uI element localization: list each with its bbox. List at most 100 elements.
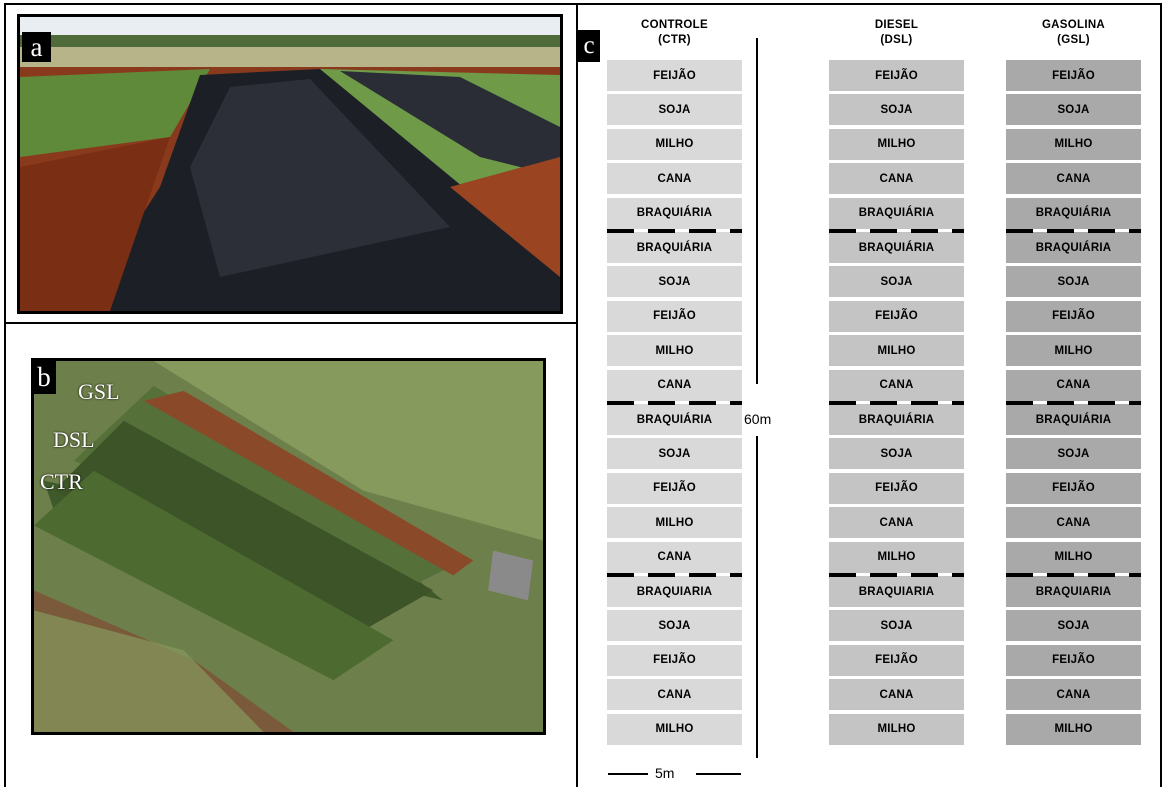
plot-cell-diesel: MILHO <box>829 713 964 745</box>
plot-cell-controle: CANA <box>607 679 742 711</box>
column-header-controle: CONTROLE (CTR) <box>607 18 742 48</box>
plot-cell-diesel: MILHO <box>829 128 964 160</box>
plot-cell-gasolina: BRAQUIARIA <box>1006 576 1141 607</box>
plot-cell-gasolina: CANA <box>1006 163 1141 195</box>
plot-cell-diesel: BRAQUIÁRIA <box>829 232 964 263</box>
photo-aerial <box>31 358 546 735</box>
plot-cell-controle: FEIJÃO <box>607 60 742 91</box>
panel-c-tag: c <box>578 30 600 62</box>
plot-cell-gasolina: BRAQUIÁRIA <box>1006 232 1141 263</box>
block-separator <box>829 400 964 405</box>
plot-cell-controle: SOJA <box>607 266 742 298</box>
plot-cell-gasolina: FEIJÃO <box>1006 300 1141 332</box>
plot-cell-gasolina: CANA <box>1006 679 1141 711</box>
plot-cell-controle: BRAQUIÁRIA <box>607 404 742 435</box>
column-code: (DSL) <box>880 34 913 46</box>
plot-cell-controle: MILHO <box>607 335 742 367</box>
plot-cell-diesel: FEIJÃO <box>829 644 964 676</box>
width-scale-line-right <box>696 773 741 775</box>
plot-cell-controle: SOJA <box>607 438 742 470</box>
top-border <box>4 3 1161 5</box>
plot-cell-controle: CANA <box>607 541 742 573</box>
photo-trench <box>17 14 563 314</box>
plot-cell-controle: FEIJÃO <box>607 300 742 332</box>
plot-cell-diesel: CANA <box>829 507 964 539</box>
plot-cell-controle: BRAQUIÁRIA <box>607 232 742 263</box>
plot-cell-diesel: BRAQUIÁRIA <box>829 197 964 229</box>
plot-cell-controle: MILHO <box>607 507 742 539</box>
plot-cell-diesel: BRAQUIARIA <box>829 576 964 607</box>
column-title: CONTROLE <box>641 19 708 31</box>
plot-cell-gasolina: SOJA <box>1006 94 1141 126</box>
plot-cell-gasolina: FEIJÃO <box>1006 60 1141 91</box>
plot-cell-gasolina: SOJA <box>1006 438 1141 470</box>
column-code: (CTR) <box>658 34 691 46</box>
column-title: GASOLINA <box>1041 19 1106 31</box>
block-separator <box>607 400 742 405</box>
column-code: (GSL) <box>1057 34 1090 46</box>
divider-horizontal <box>4 322 577 324</box>
plot-cell-controle: FEIJÃO <box>607 472 742 504</box>
plot-cell-gasolina: FEIJÃO <box>1006 644 1141 676</box>
plot-cell-diesel: FEIJÃO <box>829 472 964 504</box>
divider-vertical <box>576 3 578 787</box>
plot-cell-gasolina: MILHO <box>1006 541 1141 573</box>
plot-cell-diesel: SOJA <box>829 438 964 470</box>
column-header-gasolina: GASOLINA (GSL) <box>1006 18 1141 48</box>
plot-cell-controle: SOJA <box>607 610 742 642</box>
plot-cell-gasolina: MILHO <box>1006 128 1141 160</box>
plot-cell-diesel: SOJA <box>829 94 964 126</box>
plot-cell-controle: CANA <box>607 369 742 401</box>
plot-cell-gasolina: CANA <box>1006 369 1141 401</box>
block-separator <box>829 572 964 577</box>
plot-cell-controle: FEIJÃO <box>607 644 742 676</box>
plot-cell-diesel: CANA <box>829 369 964 401</box>
trench-illustration <box>20 17 560 311</box>
aerial-illustration <box>34 361 543 732</box>
plot-cell-gasolina: BRAQUIÁRIA <box>1006 197 1141 229</box>
length-scale-label: 60m <box>744 411 772 427</box>
length-scale-line-bottom <box>756 436 758 758</box>
block-separator <box>1006 572 1141 577</box>
plot-cell-diesel: CANA <box>829 163 964 195</box>
plot-cell-controle: CANA <box>607 163 742 195</box>
plot-cell-controle: BRAQUIÁRIA <box>607 197 742 229</box>
plot-label-ctr: CTR <box>40 469 83 494</box>
plot-cell-diesel: CANA <box>829 679 964 711</box>
plot-cell-controle: MILHO <box>607 128 742 160</box>
width-scale-line-left <box>608 773 648 775</box>
block-separator <box>1006 400 1141 405</box>
plot-cell-diesel: BRAQUIÁRIA <box>829 404 964 435</box>
left-border <box>4 3 6 787</box>
block-separator <box>1006 228 1141 233</box>
plot-label-dsl: DSL <box>53 427 95 452</box>
length-scale-line-top <box>756 38 758 384</box>
plot-cell-diesel: SOJA <box>829 266 964 298</box>
column-title: DIESEL <box>874 19 919 31</box>
plot-cell-diesel: FEIJÃO <box>829 60 964 91</box>
block-separator <box>607 228 742 233</box>
panel-b-tag: b <box>32 360 56 394</box>
plot-cell-gasolina: CANA <box>1006 507 1141 539</box>
plot-cell-diesel: SOJA <box>829 610 964 642</box>
plot-cell-diesel: MILHO <box>829 335 964 367</box>
right-border <box>1160 3 1162 787</box>
plot-cell-gasolina: BRAQUIÁRIA <box>1006 404 1141 435</box>
column-header-diesel: DIESEL (DSL) <box>829 18 964 48</box>
plot-cell-gasolina: MILHO <box>1006 713 1141 745</box>
plot-cell-gasolina: FEIJÃO <box>1006 472 1141 504</box>
width-scale-label: 5m <box>655 765 675 781</box>
plot-cell-gasolina: SOJA <box>1006 610 1141 642</box>
plot-cell-controle: SOJA <box>607 94 742 126</box>
block-separator <box>607 572 742 577</box>
plot-cell-controle: BRAQUIARIA <box>607 576 742 607</box>
plot-cell-gasolina: SOJA <box>1006 266 1141 298</box>
plot-cell-gasolina: MILHO <box>1006 335 1141 367</box>
plot-cell-diesel: MILHO <box>829 541 964 573</box>
plot-cell-controle: MILHO <box>607 713 742 745</box>
block-separator <box>829 228 964 233</box>
plot-cell-diesel: FEIJÃO <box>829 300 964 332</box>
panel-a-tag: a <box>22 32 51 62</box>
plot-label-gsl: GSL <box>78 379 120 404</box>
